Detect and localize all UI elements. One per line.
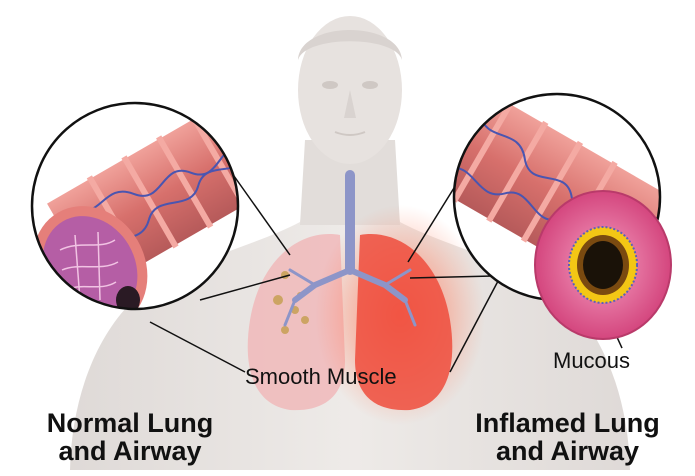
inflamed-lung-title: Inflamed Lung and Airway: [445, 409, 690, 465]
mucous-label: Mucous: [553, 348, 630, 374]
smooth-muscle-label: Smooth Muscle: [245, 364, 397, 390]
normal-lung-title: Normal Lung and Airway: [20, 409, 240, 465]
normal-title-line2: and Airway: [20, 437, 240, 465]
inflamed-title-line2: and Airway: [445, 437, 690, 465]
inflamed-title-line1: Inflamed Lung: [445, 409, 690, 437]
inflamed-cross-section: [535, 191, 671, 339]
normal-title-line1: Normal Lung: [20, 409, 240, 437]
